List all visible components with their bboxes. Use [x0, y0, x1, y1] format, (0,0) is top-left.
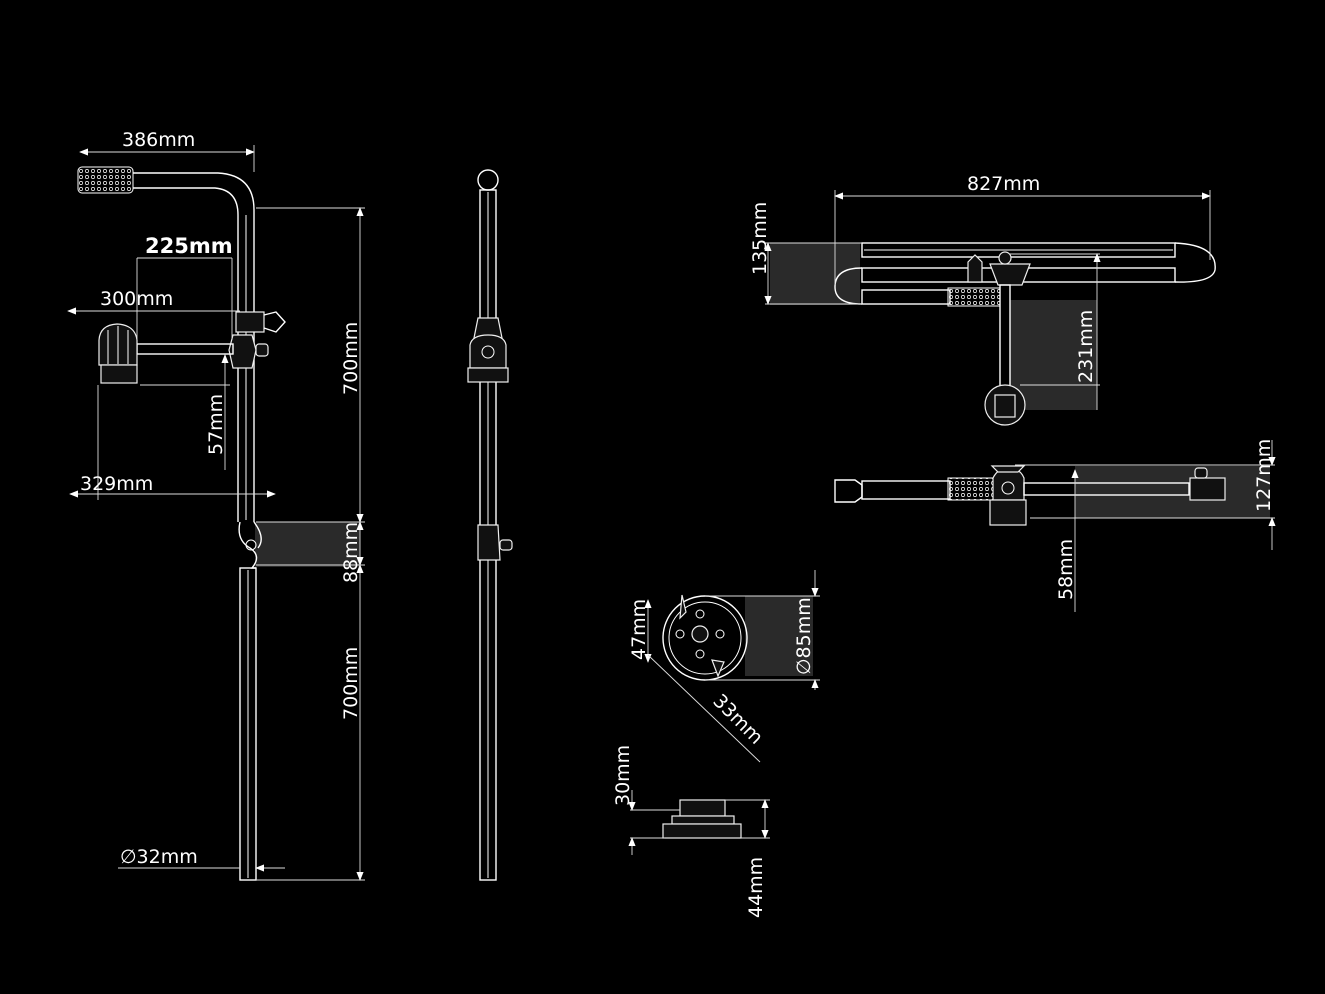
dim-44: 44mm: [745, 857, 767, 918]
base-plate-side-view: [662, 799, 742, 839]
dim-135: 135mm: [749, 202, 771, 275]
dim-diameter-32: ∅32mm: [120, 846, 198, 868]
dim-700-lower: 700mm: [340, 647, 362, 720]
dim-700-upper: 700mm: [340, 322, 362, 395]
dim-58: 58mm: [1055, 539, 1077, 600]
grip-handle: [77, 166, 134, 194]
dim-300: 300mm: [100, 288, 173, 310]
dim-diameter-85: ∅85mm: [793, 597, 815, 675]
dim-827: 827mm: [967, 173, 1040, 195]
base-plate-side-dimensions: 30mm 44mm: [612, 745, 770, 918]
front-view-stand: [467, 169, 513, 881]
dim-47: 47mm: [628, 599, 650, 660]
base-plate-top-view: [662, 594, 813, 681]
dim-231: 231mm: [1075, 310, 1097, 383]
dim-88: 88mm: [340, 522, 362, 583]
dim-30: 30mm: [612, 745, 634, 806]
plan-view-dimensions: 827mm 135mm 231mm: [749, 173, 1211, 410]
dim-329: 329mm: [80, 473, 153, 495]
dim-33: 33mm: [708, 690, 767, 749]
plan-view-arm: [770, 242, 1216, 426]
side-view-dimensions: 386mm 225mm 300mm 57mm 329mm 700mm 88mm …: [67, 129, 365, 881]
side-view-stand: [77, 166, 360, 881]
dim-386: 386mm: [122, 129, 195, 151]
dim-225: 225mm: [145, 234, 233, 258]
front-view-arm: [834, 465, 1270, 526]
front-view-arm-dimensions: 127mm 58mm: [1015, 439, 1276, 612]
dim-57: 57mm: [205, 394, 227, 455]
dim-127: 127mm: [1253, 439, 1275, 512]
